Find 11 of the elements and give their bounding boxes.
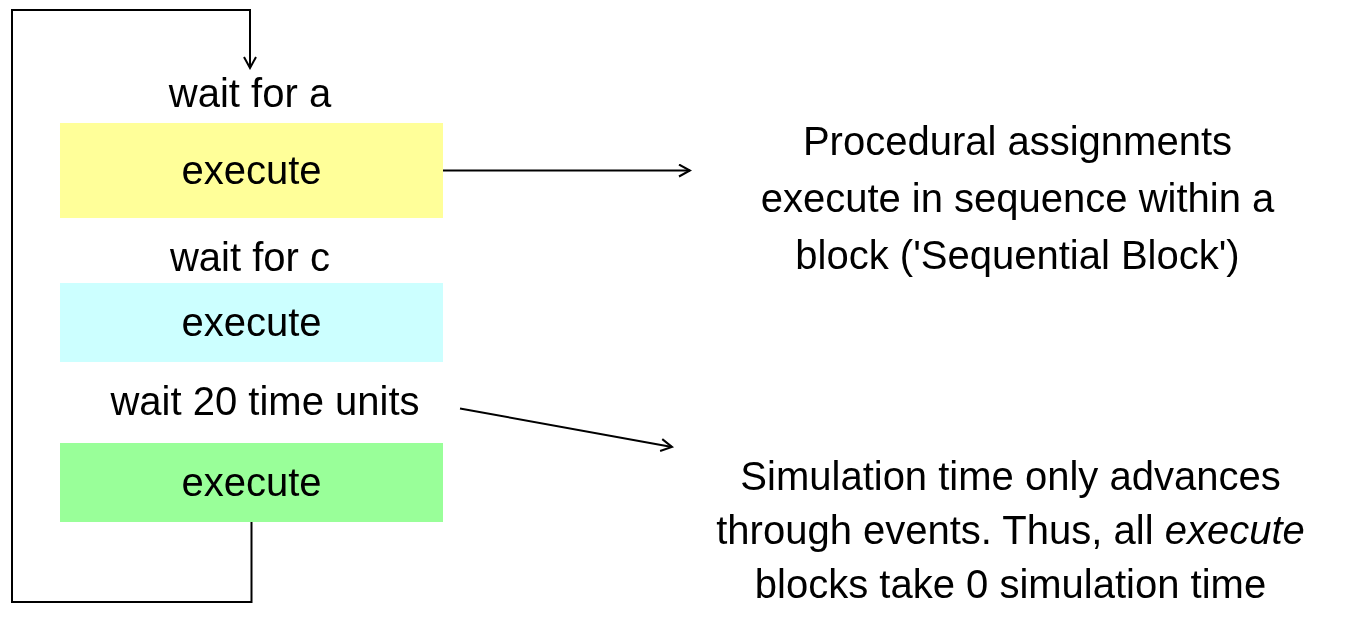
arrow [442,163,691,178]
execute-box: execute [60,443,443,522]
annotation-text: Simulation time only advances through events. Thus, all execute blocks take 0 simulation time [672,420,1349,640]
step-text: wait for c [140,232,360,282]
step-text: wait for a [140,68,360,118]
arrow [459,407,673,452]
step-text: wait 20 time units [70,376,460,426]
execute-box: execute [60,123,443,218]
execute-box: execute [60,283,443,362]
annotation-text: Procedural assignments execute in sequence within a block ('Sequential Block') [690,84,1345,312]
loop-arrow [11,9,257,603]
